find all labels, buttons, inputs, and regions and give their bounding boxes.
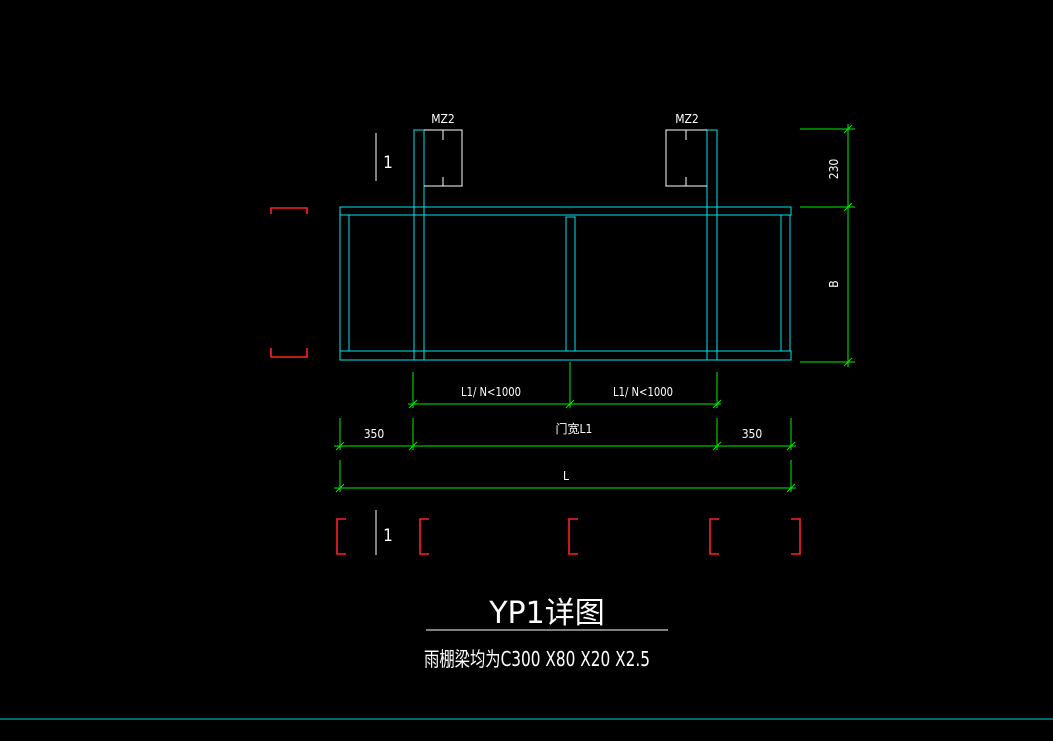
drawing-subtitle: 雨棚梁均为C300 X80 X20 X2.5: [424, 647, 650, 671]
bracket-bottom-left: [270, 348, 308, 358]
dim-height-top: 230: [827, 159, 841, 180]
dim-half-span-right: L1/ N<1000: [613, 385, 673, 399]
section-mark-top: 1: [375, 133, 393, 181]
canopy-frame: [339, 129, 792, 361]
section-brackets: [270, 207, 801, 555]
right-end-rib: [780, 214, 791, 352]
dim-half-span-left: L1/ N<1000: [461, 385, 521, 399]
bracket-row-5: [791, 518, 801, 555]
left-column: [413, 129, 425, 361]
dim-overhang-left: 350: [364, 427, 385, 441]
bracket-row-4: [709, 518, 719, 555]
section-mark-bottom: 1: [375, 510, 393, 555]
section-mark-bottom-number: 1: [383, 526, 393, 546]
column-plate-right: [665, 129, 707, 187]
column-label-right: MZ2: [675, 112, 699, 126]
dim-door-width: 门宽L1: [556, 421, 593, 436]
dim-total-length: L: [563, 469, 569, 483]
top-beam: [339, 206, 792, 216]
dim-overhang-right: 350: [742, 427, 763, 441]
bracket-row-2: [419, 518, 429, 555]
bracket-row-3: [568, 518, 578, 555]
bracket-top-left: [270, 207, 308, 214]
left-end-rib: [339, 214, 350, 352]
column-plate-left: [424, 129, 463, 187]
middle-rib: [565, 216, 576, 352]
column-label-left: MZ2: [431, 112, 455, 126]
bottom-beam: [339, 350, 792, 361]
dim-width-b: B: [827, 280, 841, 287]
dimension-lines: [334, 124, 855, 493]
drawing-title: YP1详图: [488, 596, 605, 631]
right-column: [706, 129, 718, 361]
section-mark-top-number: 1: [383, 153, 393, 173]
bracket-row-1: [336, 518, 346, 555]
